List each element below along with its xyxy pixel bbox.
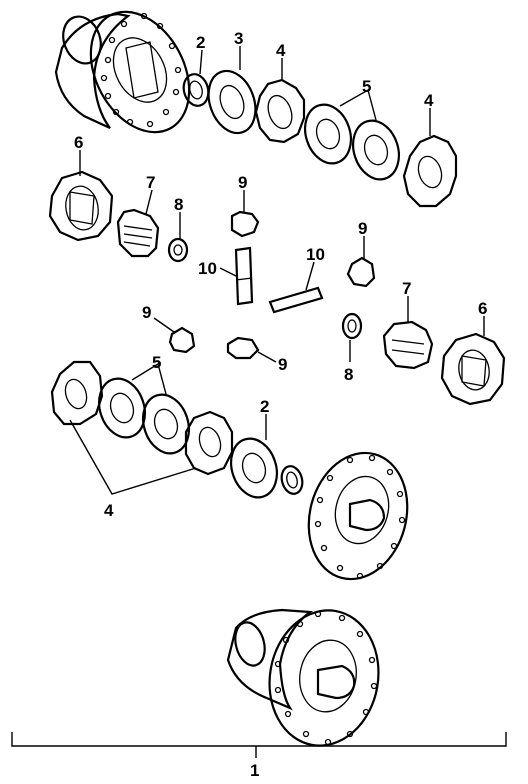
callout-top-plate-4a: 4 xyxy=(276,41,286,60)
clutch-plate-lower-a xyxy=(50,360,104,426)
callout-assembly-1: 1 xyxy=(250,761,259,780)
case-half-lower xyxy=(307,451,409,581)
side-gear-ring-right xyxy=(440,332,506,406)
thrust-washer-upper xyxy=(182,73,210,107)
leader-lower-plate-4 xyxy=(69,419,197,495)
thrust-washer-left xyxy=(167,237,189,263)
thrust-washer-lower xyxy=(280,465,304,495)
clutch-disc-lower xyxy=(230,437,278,499)
leader-lower-disc-5 xyxy=(131,362,167,395)
case-half-upper xyxy=(54,10,191,134)
callout-top-washer-2: 2 xyxy=(196,33,205,52)
friction-disc-upper-b xyxy=(352,119,400,181)
thrust-washer-right xyxy=(341,312,363,340)
callout-right-gear-7: 7 xyxy=(402,279,411,298)
side-gear-left xyxy=(116,208,160,258)
friction-disc-lower-a xyxy=(98,377,146,439)
clutch-plate-upper-b xyxy=(402,134,458,208)
callout-right-pinion-9: 9 xyxy=(358,219,367,238)
friction-disc-lower-b xyxy=(142,393,190,455)
differential-assembly xyxy=(226,608,380,747)
callout-shaft-10a: 10 xyxy=(198,259,217,278)
pinion-gear-center xyxy=(226,336,260,360)
callout-left-ring-6: 6 xyxy=(74,133,83,152)
callout-shaft-10b: 10 xyxy=(306,245,325,264)
leader-center-pinion-9 xyxy=(257,351,277,363)
pinion-gear-right xyxy=(346,256,376,288)
callout-top-disc-5: 5 xyxy=(362,77,371,96)
friction-disc-upper-a xyxy=(304,103,352,165)
side-gear-right xyxy=(382,320,434,370)
callout-left-washer-8: 8 xyxy=(174,195,183,214)
callout-lower-plate-4: 4 xyxy=(104,501,114,520)
callout-top-plate-4b: 4 xyxy=(424,91,434,110)
assembly-bracket-line xyxy=(11,732,507,747)
leader-left-pinion-9 xyxy=(153,317,175,333)
clutch-plate-lower-b xyxy=(184,410,234,476)
callout-top-pinion-9: 9 xyxy=(238,173,247,192)
pinion-gear-top xyxy=(230,210,260,238)
leader-left-gear-7 xyxy=(145,189,153,215)
pinion-shaft-horizontal xyxy=(268,286,324,314)
side-gear-ring-left xyxy=(48,170,114,242)
leader-shaft-10a xyxy=(219,267,237,277)
callout-left-gear-7: 7 xyxy=(146,173,155,192)
callout-right-ring-6: 6 xyxy=(478,299,487,318)
leader-shaft-10b xyxy=(305,261,315,291)
pinion-gear-left xyxy=(168,326,196,354)
clutch-disc-3 xyxy=(207,69,257,135)
callout-lower-disc-5: 5 xyxy=(152,353,161,372)
callout-right-washer-8: 8 xyxy=(344,365,353,384)
callout-center-pinion-9: 9 xyxy=(278,355,287,374)
callout-top-clutch-3: 3 xyxy=(234,29,243,48)
callout-lower-washer-2: 2 xyxy=(260,397,269,416)
pinion-shaft-vertical xyxy=(234,246,254,306)
leader-top-disc-5 xyxy=(339,88,377,121)
clutch-plate-upper-a xyxy=(254,78,306,144)
leader-top-washer-2 xyxy=(199,49,203,75)
callout-left-pinion-9: 9 xyxy=(142,303,151,322)
